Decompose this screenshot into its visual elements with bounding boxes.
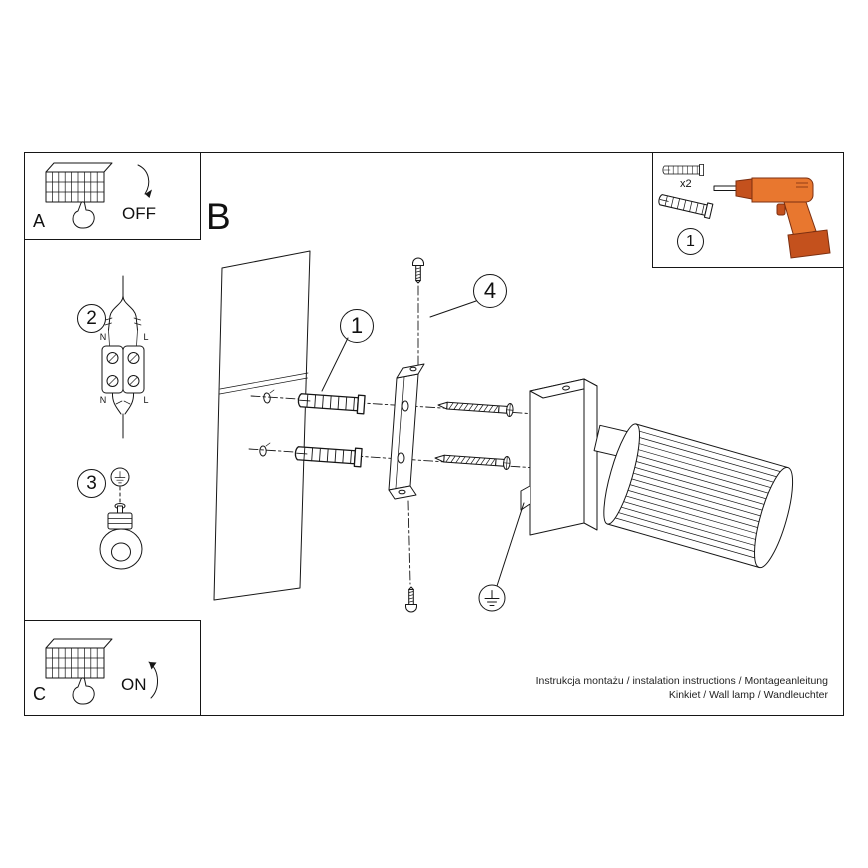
fusebox-icon [45,638,113,679]
wall-anchor-icon [662,163,704,177]
mounting-screw [434,451,511,471]
panel-c-border [24,620,201,716]
step-4-badge: 4 [473,274,507,308]
wall-panel [213,250,311,601]
drill-icon [713,177,831,259]
ground-symbol-badge [478,584,506,612]
parts-box-illustration [656,163,831,259]
footer-line-1: Instrukcja montażu / instalation instruc… [535,675,828,687]
drill-hole [259,445,267,457]
mounting-bracket [388,363,425,500]
fusebox-off-illustration [45,162,152,229]
step-2-badge: 2 [77,304,106,333]
wire-l-bottom-label: L [143,395,149,405]
on-arrow-icon [148,661,158,699]
earth-symbol-icon [110,467,130,487]
section-a-label: A [33,211,46,231]
wire-n-top-label: N [99,332,107,342]
lamp-shade [603,423,794,569]
on-label: ON [121,675,147,694]
anchor-qty-label: x2 [680,178,692,190]
drill-hole [263,392,271,404]
wiring-diagram [101,275,145,439]
hand-icon [72,677,95,705]
leader-step4 [429,300,477,318]
assembly-diagram [213,250,794,613]
parts-box-border [652,152,844,268]
main-border [24,152,844,716]
hand-icon [72,201,95,229]
off-arrow-icon [137,164,150,195]
panel-a-border [24,152,201,240]
wire-n-bottom-label: N [99,395,107,405]
wall-anchor [297,390,366,415]
step-1-badge: 1 [340,309,374,343]
footer-line-2: Kinkiet / Wall lamp / Wandleuchter [668,689,828,701]
wire-l-top-label: L [143,332,149,342]
on-arrowhead [149,662,157,670]
small-screw-top [412,257,424,284]
parts-box-badge: 1 [677,228,704,255]
mounting-screw [437,398,514,418]
fusebox-on-illustration [45,638,158,705]
lamp-base [520,378,598,536]
off-label: OFF [122,204,156,223]
leader-step1 [321,337,349,392]
footer-text: Instrukcja montażu / instalation instruc… [536,674,828,702]
leader-ground [496,502,525,587]
fusebox-icon [45,162,113,203]
section-c-label: C [33,684,46,704]
section-b-label: B [206,196,231,237]
off-arrowhead [145,189,152,198]
wall-anchor-icon [656,191,714,219]
step-3-badge: 3 [77,469,106,498]
wall-anchor [294,443,363,468]
ground-terminal-diagram [99,467,143,570]
small-screw-bottom [405,586,417,613]
